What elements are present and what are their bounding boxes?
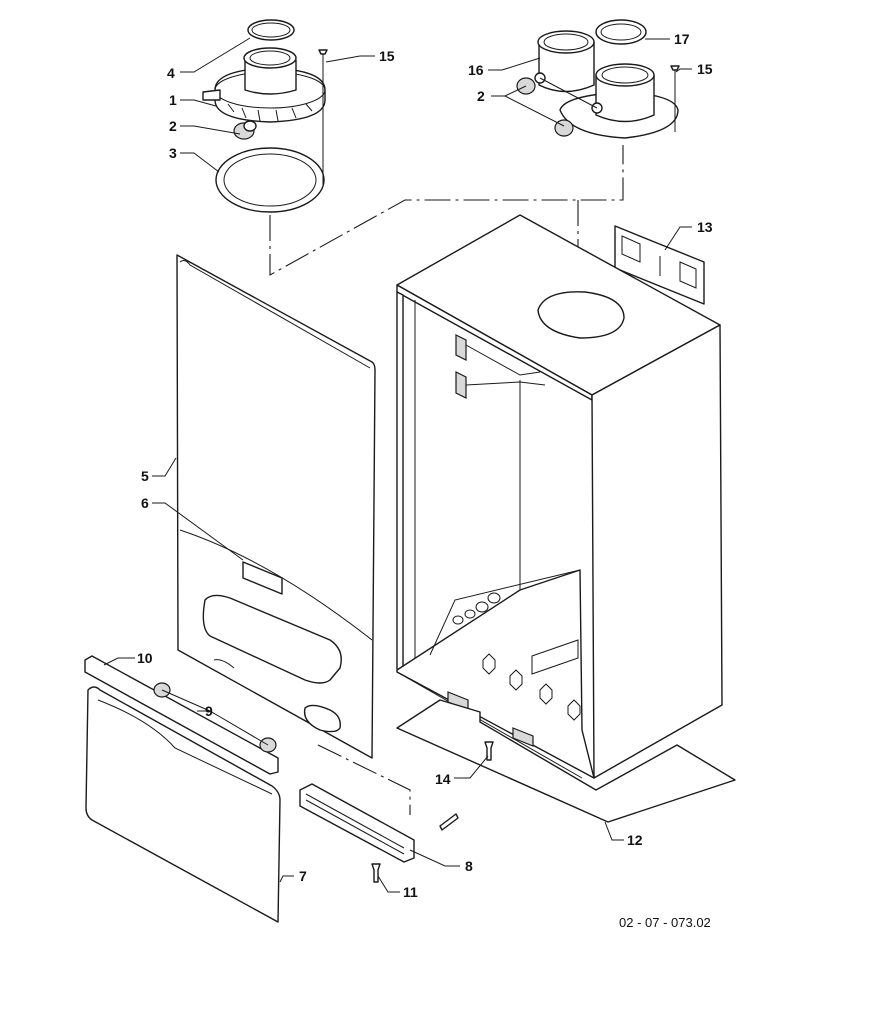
callout-2: 2 [477,88,485,104]
boiler-chassis [396,214,723,779]
callout-16: 16 [468,62,484,78]
callout-9: 9 [205,703,213,719]
callout-17: 17 [674,31,690,47]
callout-3: 3 [169,145,177,161]
callout-13: 13 [697,219,713,235]
callout-15: 15 [379,48,395,64]
leader-lines [103,37,692,893]
screws [371,741,494,883]
callout-2: 2 [169,118,177,134]
callout-15: 15 [697,61,713,77]
callout-8: 8 [465,858,473,874]
callout-4: 4 [167,65,175,81]
callout-labels: 4 1 2 3 15 16 2 17 15 13 5 6 10 9 14 12 … [137,31,713,900]
twin-flue-adaptor [516,19,680,139]
front-case-panel [176,254,376,759]
callout-1: 1 [169,92,177,108]
callout-5: 5 [141,468,149,484]
front-door-assembly [84,655,281,923]
callout-7: 7 [299,868,307,884]
concentric-flue-adaptor [202,19,328,213]
callout-10: 10 [137,650,153,666]
base-protection-sheet [396,699,736,823]
drawing-reference: 02 - 07 - 073.02 [619,915,711,930]
callout-6: 6 [141,495,149,511]
callout-11: 11 [403,884,418,900]
callout-14: 14 [435,771,451,787]
lower-fascia-bar [299,783,415,863]
wall-mounting-bracket [614,225,705,305]
callout-12: 12 [627,832,643,848]
